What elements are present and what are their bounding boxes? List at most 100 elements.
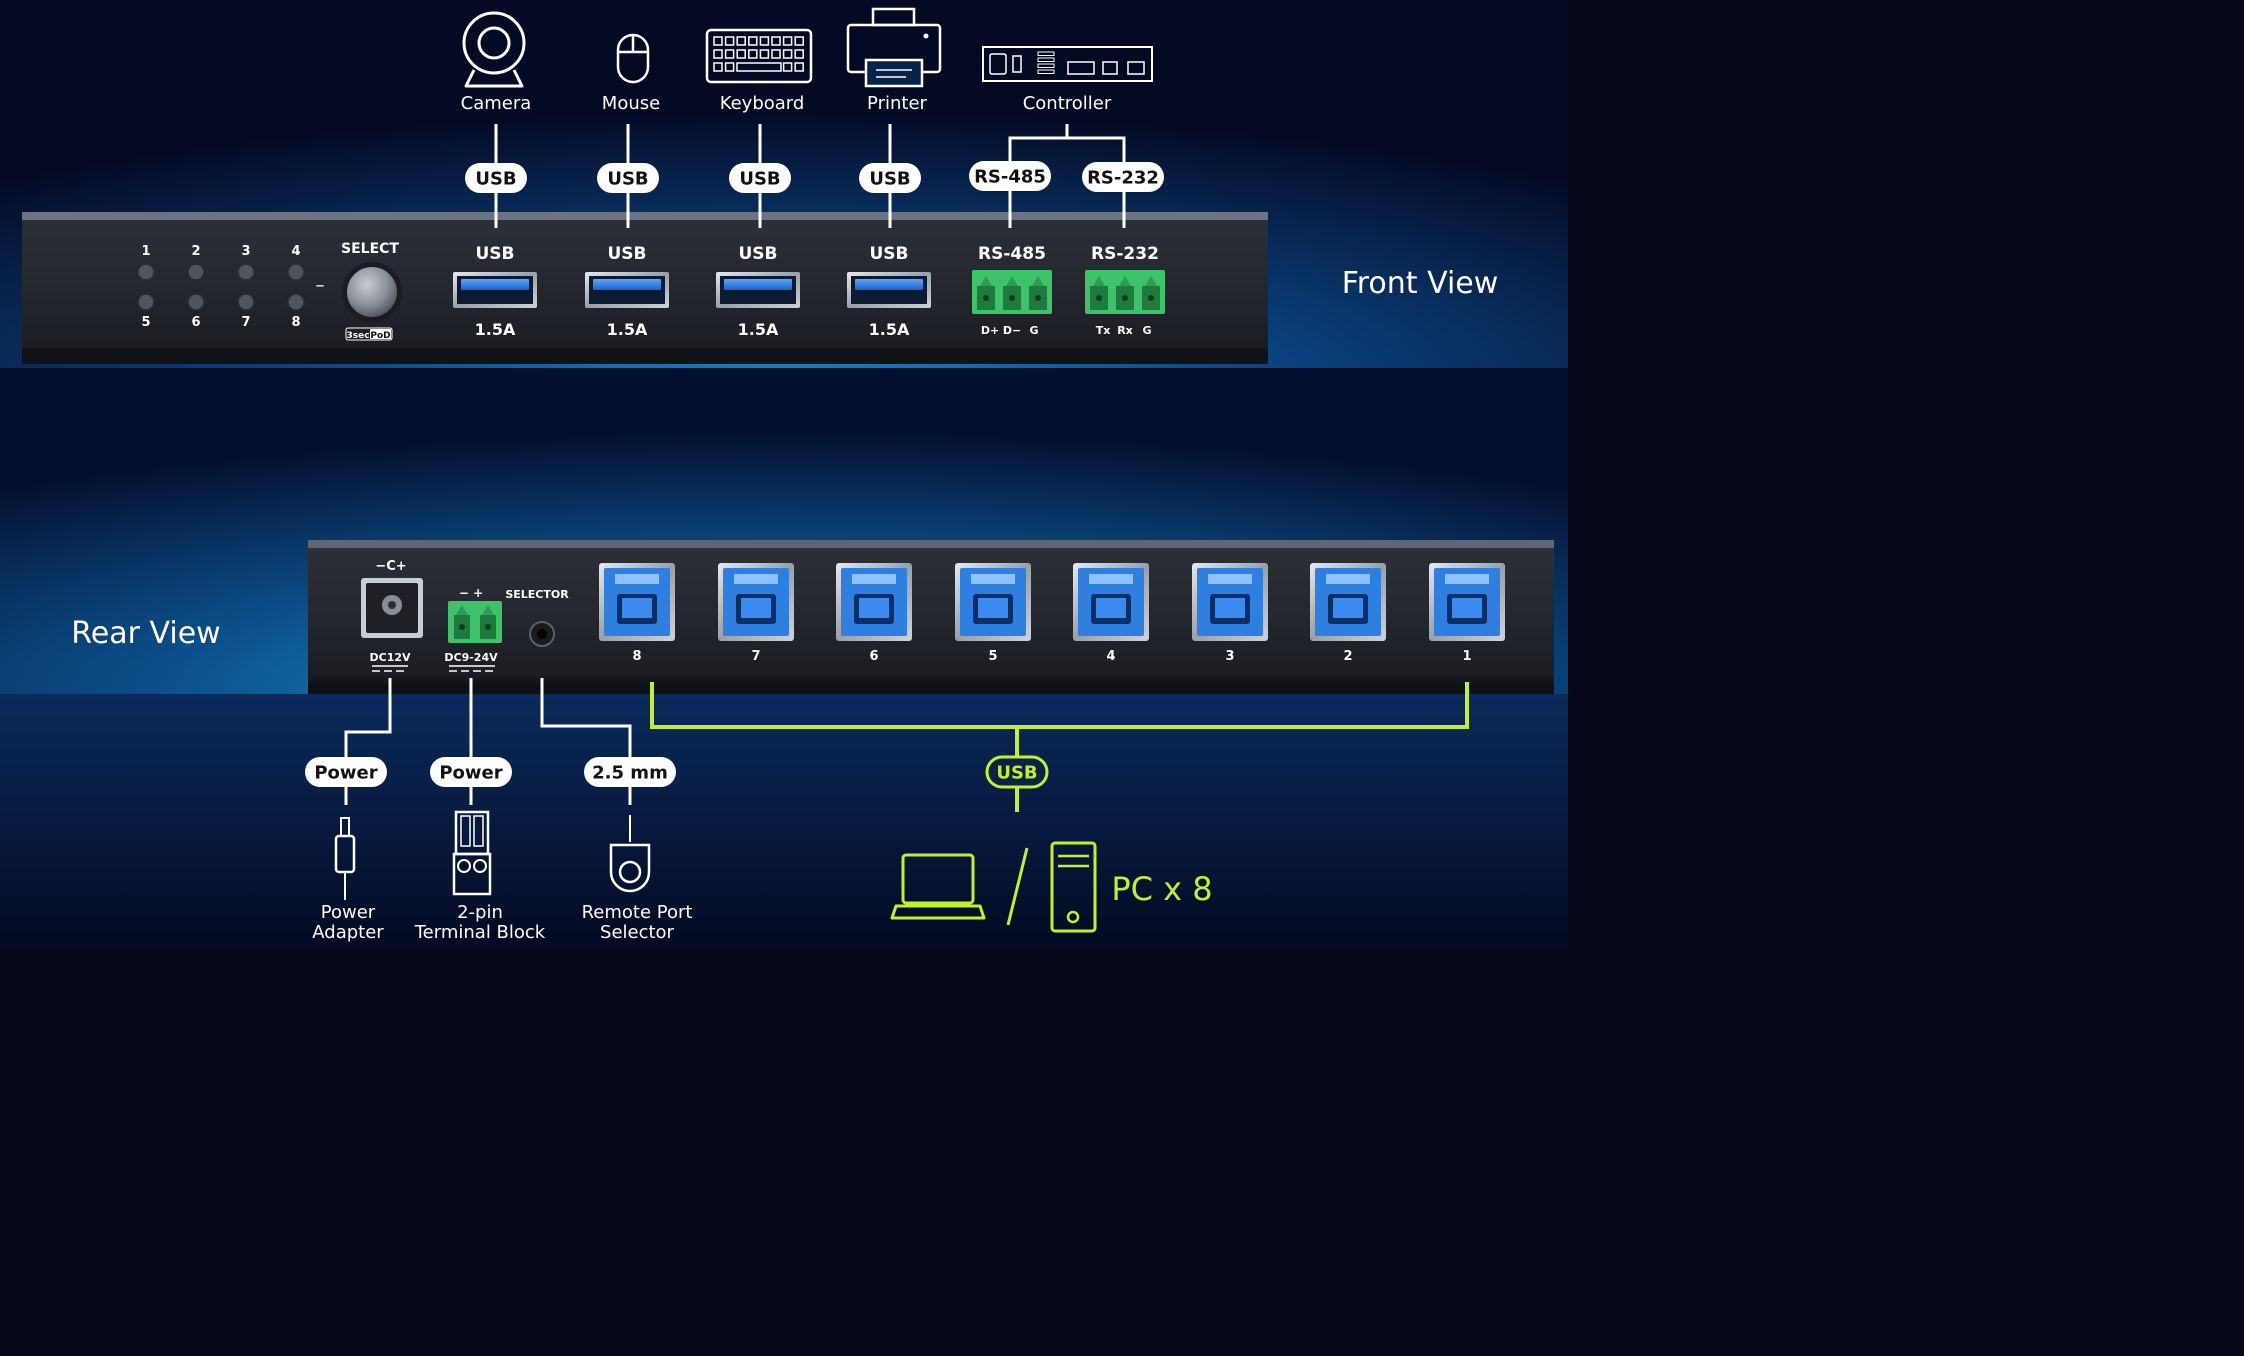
port-led-4 [287,263,305,281]
device-badge-1-label: USB [475,169,516,190]
serial-pin-label: D− [1003,324,1021,337]
pc-usb-badge: USB [985,755,1049,789]
accessory-label-2-line1: 2-pin [457,902,503,923]
keyboard-icon [705,28,813,84]
select-tag-3sec: 3sec [346,331,369,341]
serial-pin-arrow [1006,276,1018,286]
led-number-5: 5 [141,315,150,330]
usb-b-port-5-tongue [978,598,1008,618]
tb-polarity: − + [459,586,483,600]
accessory-badge-1-shape [305,757,387,787]
usb-b-port-1-top [1445,574,1489,584]
device-label-camera: Camera [461,93,532,114]
port-led-2 [187,263,205,281]
usb-b-port-4-tongue [1096,598,1126,618]
usb-b-port-7-tongue [741,598,771,618]
accessory-badge-1-label: Power [314,763,377,784]
controller-badge-rs232-label: RS-232 [1087,168,1159,189]
accessory-label-3-line1: Remote Port [582,902,693,923]
led-number-7: 7 [241,315,250,330]
pc-count-label: PC x 8 [1111,870,1212,908]
usb-a-port-1-tongue [461,279,529,290]
tb-label: DC9-24V [444,651,498,664]
front-view-label: Front View [1342,266,1499,301]
accessory-badge-3: 2.5 mm [584,757,676,787]
selector-jack-hole [537,629,547,639]
accessory-badge-2-label: Power [439,763,502,784]
usb-b-port-7-top [734,574,778,584]
usb-b-port-number-4: 4 [1106,649,1115,664]
tb-pin-arrow [482,605,494,615]
usb-b-port-5-top [971,574,1015,584]
led-number-8: 8 [291,315,300,330]
serial-pin-arrow [1093,276,1105,286]
front-usb-current-1: 1.5A [475,320,516,339]
device-badge-3-shape [729,163,791,193]
controller-badge-rs485-label: RS-485 [974,167,1046,188]
dc-jack-pin [388,601,396,609]
tb-pin-screw [459,624,465,630]
front-usb-label-4: USB [869,244,908,264]
usb-a-port-3-tongue [724,279,792,290]
serial-pin-arrow [1145,276,1157,286]
accessory-label-2-line2: Terminal Block [414,922,546,943]
rear-chassis-top-edge [308,540,1554,548]
controller-badge-rs485-shape [969,161,1051,191]
usb-b-port-number-7: 7 [751,649,760,664]
tb-pin-arrow [456,605,468,615]
device-badge-2-shape [597,163,659,193]
serial-pin-arrow [1032,276,1044,286]
serial-pin-screw [1148,295,1154,301]
usb-b-port-2-tongue [1333,598,1363,618]
led-number-6: 6 [191,315,200,330]
terminal-block-icon [452,810,492,896]
port-led-6 [187,293,205,311]
front-usb-label-1: USB [475,244,514,264]
front-usb-current-2: 1.5A [607,320,648,339]
serial-pin-screw [1035,295,1041,301]
serial-pin-arrow [980,276,992,286]
accessory-badge-2: Power [430,757,512,787]
accessory-label-3-line2: Selector [600,922,675,943]
front-usb-label-3: USB [738,244,777,264]
laptop-icon [890,853,986,920]
usb-b-port-number-1: 1 [1462,649,1471,664]
select-tag-pod: PoD [370,331,390,341]
serial-pin-label: Rx [1117,324,1133,337]
usb-a-port-2-tongue [593,279,661,290]
port-led-7 [237,293,255,311]
serial-pin-label: D+ [981,324,999,337]
serial-pin-label: G [1029,324,1038,337]
controller-badge-rs485: RS-485 [969,161,1051,191]
device-badge-3-label: USB [739,169,780,190]
usb-b-port-1-tongue [1452,598,1482,618]
led-dash: – [316,275,325,296]
pc-usb-bracket [650,682,1469,729]
usb-b-port-6-tongue [859,598,889,618]
port-led-5 [137,293,155,311]
port-led-8 [287,293,305,311]
usb-b-port-number-2: 2 [1343,649,1352,664]
usb-b-port-4-top [1089,574,1133,584]
usb-b-port-6-top [852,574,896,584]
serial-pin-label: Tx [1096,324,1111,337]
accessory-badge-2-shape [430,757,512,787]
usb-b-port-8-top [615,574,659,584]
accessory-badge-3-shape [584,757,676,787]
pc-usb-badge-shape [985,755,1049,789]
usb-b-port-number-6: 6 [869,649,878,664]
dc-label: DC12V [369,651,411,664]
remote-selector-icon [609,815,651,893]
usb-b-port-3-tongue [1215,598,1245,618]
led-number-4: 4 [291,244,300,259]
device-badge-1-shape [465,163,527,193]
device-badge-4-label: USB [869,169,910,190]
usb-b-port-3-top [1208,574,1252,584]
front-serial-label-1: RS-485 [978,244,1046,264]
front-chassis-base [22,348,1268,364]
led-number-1: 1 [141,244,150,259]
usb-b-port-8-tongue [622,598,652,618]
select-label: SELECT [341,241,399,257]
front-usb-current-4: 1.5A [869,320,910,339]
